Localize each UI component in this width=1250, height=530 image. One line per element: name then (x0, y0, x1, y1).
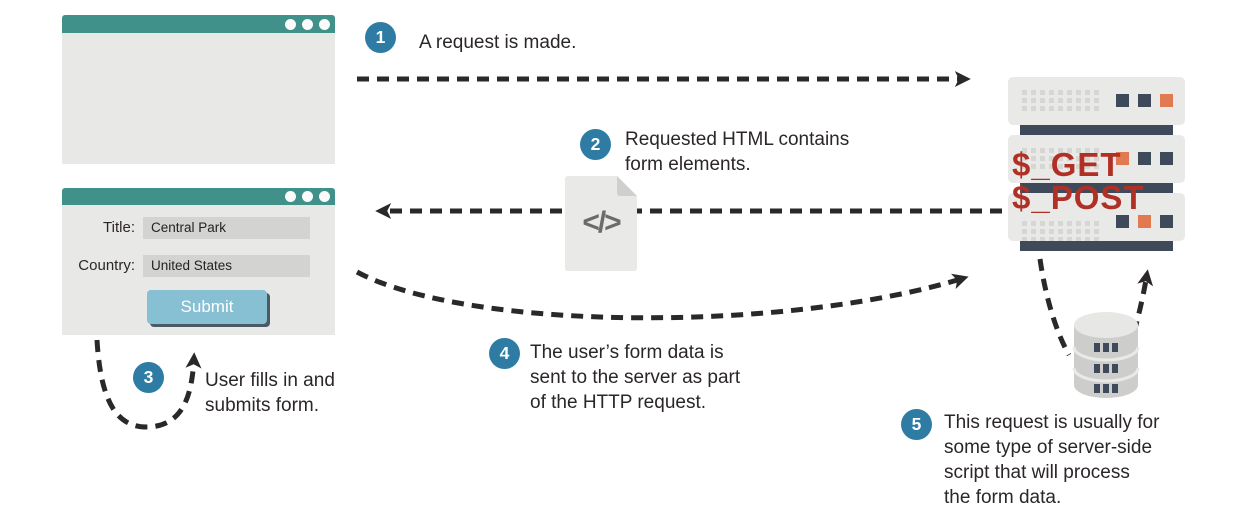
status-light (1160, 215, 1173, 228)
step-5-badge: 5 (901, 409, 932, 440)
arrow-server-to-script (1037, 258, 1072, 357)
window-dot-icon (285, 191, 296, 202)
window-body (62, 33, 335, 164)
html-file-icon: </> (565, 176, 637, 271)
window-controls (285, 191, 330, 202)
get-superglobal-label: $_GET (1012, 146, 1122, 183)
status-light (1138, 94, 1151, 107)
status-light (1160, 152, 1173, 165)
browser-window-form: Title: Country: Submit (62, 188, 335, 335)
form-body: Title: Country: Submit (62, 205, 335, 335)
submit-button[interactable]: Submit (147, 290, 267, 324)
status-light (1138, 152, 1151, 165)
server-vents (1022, 148, 1101, 169)
server-unit (1008, 193, 1185, 242)
code-glyph: </> (582, 206, 621, 239)
country-input[interactable] (143, 255, 310, 277)
status-light (1160, 94, 1173, 107)
step-4-text: The user’s form data is sent to the serv… (530, 342, 741, 413)
window-dot-icon (319, 18, 330, 30)
window-dot-icon (302, 18, 313, 30)
title-input[interactable] (143, 217, 310, 239)
server-unit (1008, 77, 1185, 125)
title-field-label: Title: (103, 219, 135, 236)
server-base-bar (1020, 183, 1173, 193)
arrow-formdata-to-server (355, 269, 969, 321)
server-vents (1022, 221, 1101, 242)
step-1-badge: 1 (365, 22, 396, 53)
server-unit (1008, 135, 1185, 183)
status-light (1138, 215, 1151, 228)
server-base-bar (1020, 125, 1173, 135)
window-titlebar (62, 15, 335, 33)
status-light (1116, 94, 1129, 107)
window-dot-icon (285, 18, 296, 30)
step-3-badge: 3 (133, 362, 164, 393)
server-status-lights (1116, 215, 1173, 228)
step-5-text: This request is usually for some type of… (944, 412, 1160, 508)
step-1-text: A request is made. (419, 32, 577, 53)
status-light (1116, 215, 1129, 228)
server-status-lights (1116, 94, 1173, 107)
step-3-text: User fills in and submits form. (205, 370, 335, 416)
server-stack: $_GET $_POST (1008, 77, 1185, 251)
document-icon (565, 176, 637, 271)
server-base-bar (1020, 241, 1173, 251)
window-dot-icon (302, 191, 313, 202)
post-superglobal-label: $_POST (1012, 179, 1145, 216)
window-controls (285, 18, 330, 30)
window-dot-icon (319, 191, 330, 202)
window-titlebar (62, 188, 335, 205)
server-vents (1022, 90, 1101, 111)
status-light (1116, 152, 1129, 165)
step-2-badge: 2 (580, 129, 611, 160)
step-4-badge: 4 (489, 338, 520, 369)
database-icon (1072, 311, 1140, 401)
browser-window-empty (62, 15, 335, 164)
server-status-lights (1116, 152, 1173, 165)
database-cylinder-icon (1072, 312, 1140, 398)
country-field-label: Country: (78, 257, 135, 274)
step-2-text: Requested HTML contains form elements. (625, 129, 850, 175)
